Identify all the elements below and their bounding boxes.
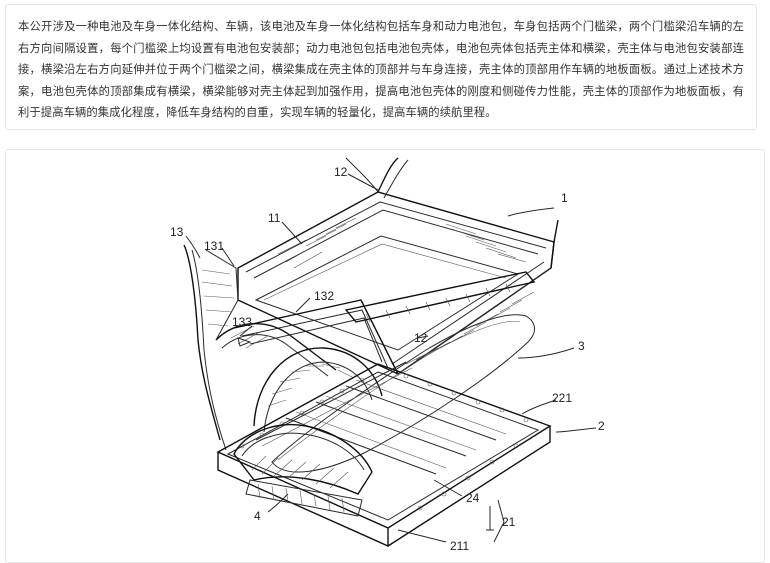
reference-numerals: 1 12 11 13 131 132 133 12 3 221 2 4 24 2… — [170, 165, 605, 553]
label-131: 131 — [204, 239, 224, 253]
label-11: 11 — [268, 211, 281, 225]
label-211: 211 — [450, 539, 469, 553]
label-132: 132 — [314, 289, 334, 303]
label-12: 12 — [334, 165, 348, 179]
abstract-text: 本公开涉及一种电池及车身一体化结构、车辆，该电池及车身一体化结构包括车身和动力电… — [18, 20, 744, 119]
patent-drawing: 1 12 11 13 131 132 133 12 3 221 2 4 24 2… — [170, 157, 605, 553]
label-24: 24 — [466, 491, 480, 505]
label-4: 4 — [254, 509, 261, 523]
abstract-panel: 本公开涉及一种电池及车身一体化结构、车辆，该电池及车身一体化结构包括车身和动力电… — [5, 4, 757, 130]
patent-figure-panel: 1 12 11 13 131 132 133 12 3 221 2 4 24 2… — [5, 149, 765, 563]
label-13: 13 — [170, 225, 184, 239]
label-3: 3 — [578, 339, 585, 353]
label-12-lower: 12 — [414, 331, 428, 345]
seal-ring-drawing — [271, 314, 535, 473]
battery-pack-drawing — [216, 361, 552, 548]
label-2: 2 — [598, 419, 605, 433]
vehicle-body-drawing — [183, 157, 559, 451]
label-21: 21 — [502, 515, 516, 529]
label-1: 1 — [561, 191, 568, 205]
label-133: 133 — [232, 315, 252, 329]
leader-lines — [185, 173, 597, 543]
label-221: 221 — [552, 391, 572, 405]
